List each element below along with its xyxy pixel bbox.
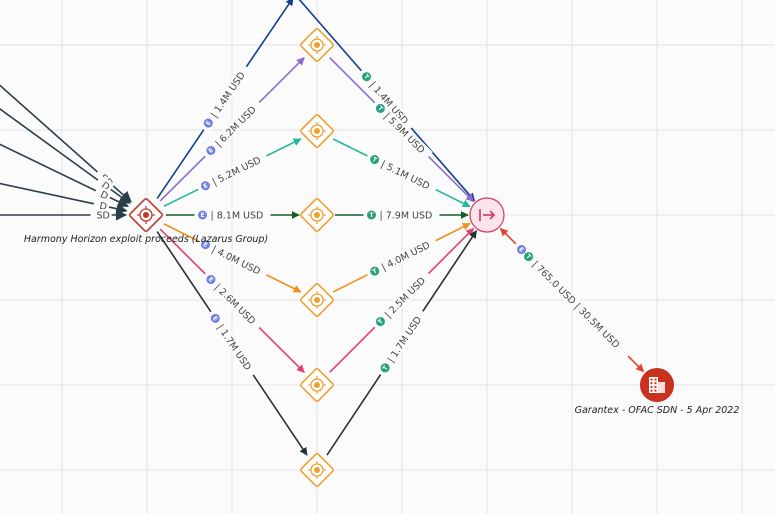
edge-in-3[interactable]: D xyxy=(0,125,130,208)
edge-label: T | 7.9M USD xyxy=(363,209,440,222)
tether-coin-icon: T xyxy=(375,103,385,113)
node-intermediate-6[interactable] xyxy=(300,453,334,487)
edge-amount: | 7.9M USD xyxy=(380,211,433,222)
crosshair-icon xyxy=(308,291,326,309)
edge-amount: D xyxy=(98,189,109,202)
ethereum-coin-icon: E xyxy=(203,118,213,128)
edge-label: SD xyxy=(90,209,112,222)
node-garantex[interactable]: Garantex - OFAC SDN - 5 Apr 2022 xyxy=(575,368,740,416)
node-harmony-horizon-exploit[interactable]: Harmony Horizon exploit proceeds (Lazaru… xyxy=(24,198,268,245)
tether-coin-icon: T xyxy=(380,363,390,373)
svg-text:E: E xyxy=(202,241,209,249)
node-intermediate-4[interactable] xyxy=(300,283,334,317)
tether-coin-icon: T xyxy=(367,210,376,220)
ethereum-coin-icon: E xyxy=(210,313,220,323)
edge-label: E | 8.1M USD xyxy=(194,209,271,222)
edge-amount: | 4.0M USD xyxy=(380,240,432,273)
svg-text:E: E xyxy=(211,315,219,322)
svg-text:T: T xyxy=(362,73,371,81)
building-icon xyxy=(649,377,665,393)
ethereum-coin-icon: E xyxy=(206,275,216,285)
crosshair-icon xyxy=(308,376,326,394)
edge-amount: | 1.7M USD xyxy=(214,323,253,373)
crosshair-icon xyxy=(308,461,326,479)
tether-coin-icon: T xyxy=(375,317,385,327)
tether-coin-icon: T xyxy=(370,266,380,276)
crosshair-icon xyxy=(308,36,326,54)
tether-coin-icon: T xyxy=(362,72,372,82)
edge-amount: | 8.1M USD xyxy=(211,211,264,222)
svg-text:E: E xyxy=(202,182,209,190)
ethereum-coin-icon: E xyxy=(206,145,216,155)
svg-text:T: T xyxy=(524,253,532,261)
exit-arrow-icon xyxy=(479,209,496,221)
svg-text:E: E xyxy=(207,276,215,284)
target-icon xyxy=(137,206,155,224)
edge-amount: | 765.0 USD | 30.5M USD xyxy=(530,259,622,351)
edge-label: D xyxy=(93,185,113,203)
edge-in-5[interactable]: SD xyxy=(0,209,128,222)
ethereum-coin-icon: E xyxy=(517,245,527,255)
node-destination[interactable] xyxy=(469,197,505,233)
ethereum-coin-icon: E xyxy=(200,181,210,191)
edge-amount: | 5.1M USD xyxy=(379,159,431,192)
svg-text:E: E xyxy=(207,147,215,155)
tether-coin-icon: T xyxy=(370,154,380,164)
svg-text:T: T xyxy=(376,105,384,113)
nodes-layer: Harmony Horizon exploit proceeds (Lazaru… xyxy=(24,28,740,487)
edge-in-1[interactable]: SD xyxy=(0,50,132,203)
node-label: Garantex - OFAC SDN - 5 Apr 2022 xyxy=(575,405,740,416)
edge-amount: | 4.0M USD xyxy=(210,244,262,277)
node-intermediate-5[interactable] xyxy=(300,368,334,402)
edge-amount: D xyxy=(98,201,107,213)
node-label: Harmony Horizon exploit proceeds (Lazaru… xyxy=(24,234,268,245)
edge-amount: | 5.2M USD xyxy=(211,155,263,188)
svg-text:E: E xyxy=(200,212,204,219)
crosshair-icon xyxy=(308,122,326,140)
node-intermediate-1[interactable] xyxy=(300,28,334,62)
edge-m3-target[interactable]: T | 7.9M USD xyxy=(335,209,469,222)
crosshair-icon xyxy=(308,206,326,224)
svg-text:E: E xyxy=(517,246,525,254)
svg-text:T: T xyxy=(371,156,379,164)
tether-coin-icon: T xyxy=(524,252,534,262)
svg-text:T: T xyxy=(377,317,385,325)
svg-text:E: E xyxy=(205,120,213,127)
node-intermediate-3[interactable] xyxy=(300,198,334,232)
edge-hub-m3[interactable]: E | 8.1M USD xyxy=(166,209,300,222)
edge-hub-top[interactable]: E| 1.4M USD xyxy=(156,0,294,199)
svg-text:T: T xyxy=(369,212,374,219)
node-intermediate-2[interactable] xyxy=(300,114,334,148)
edge-in-2[interactable]: D xyxy=(0,80,131,204)
ethereum-coin-icon: E xyxy=(198,210,207,220)
edge-amount: SD xyxy=(97,211,110,222)
svg-text:T: T xyxy=(381,364,390,372)
edge-amount: | 1.7M USD xyxy=(386,315,424,365)
ethereum-coin-icon: E xyxy=(201,240,211,250)
svg-text:T: T xyxy=(372,267,380,275)
